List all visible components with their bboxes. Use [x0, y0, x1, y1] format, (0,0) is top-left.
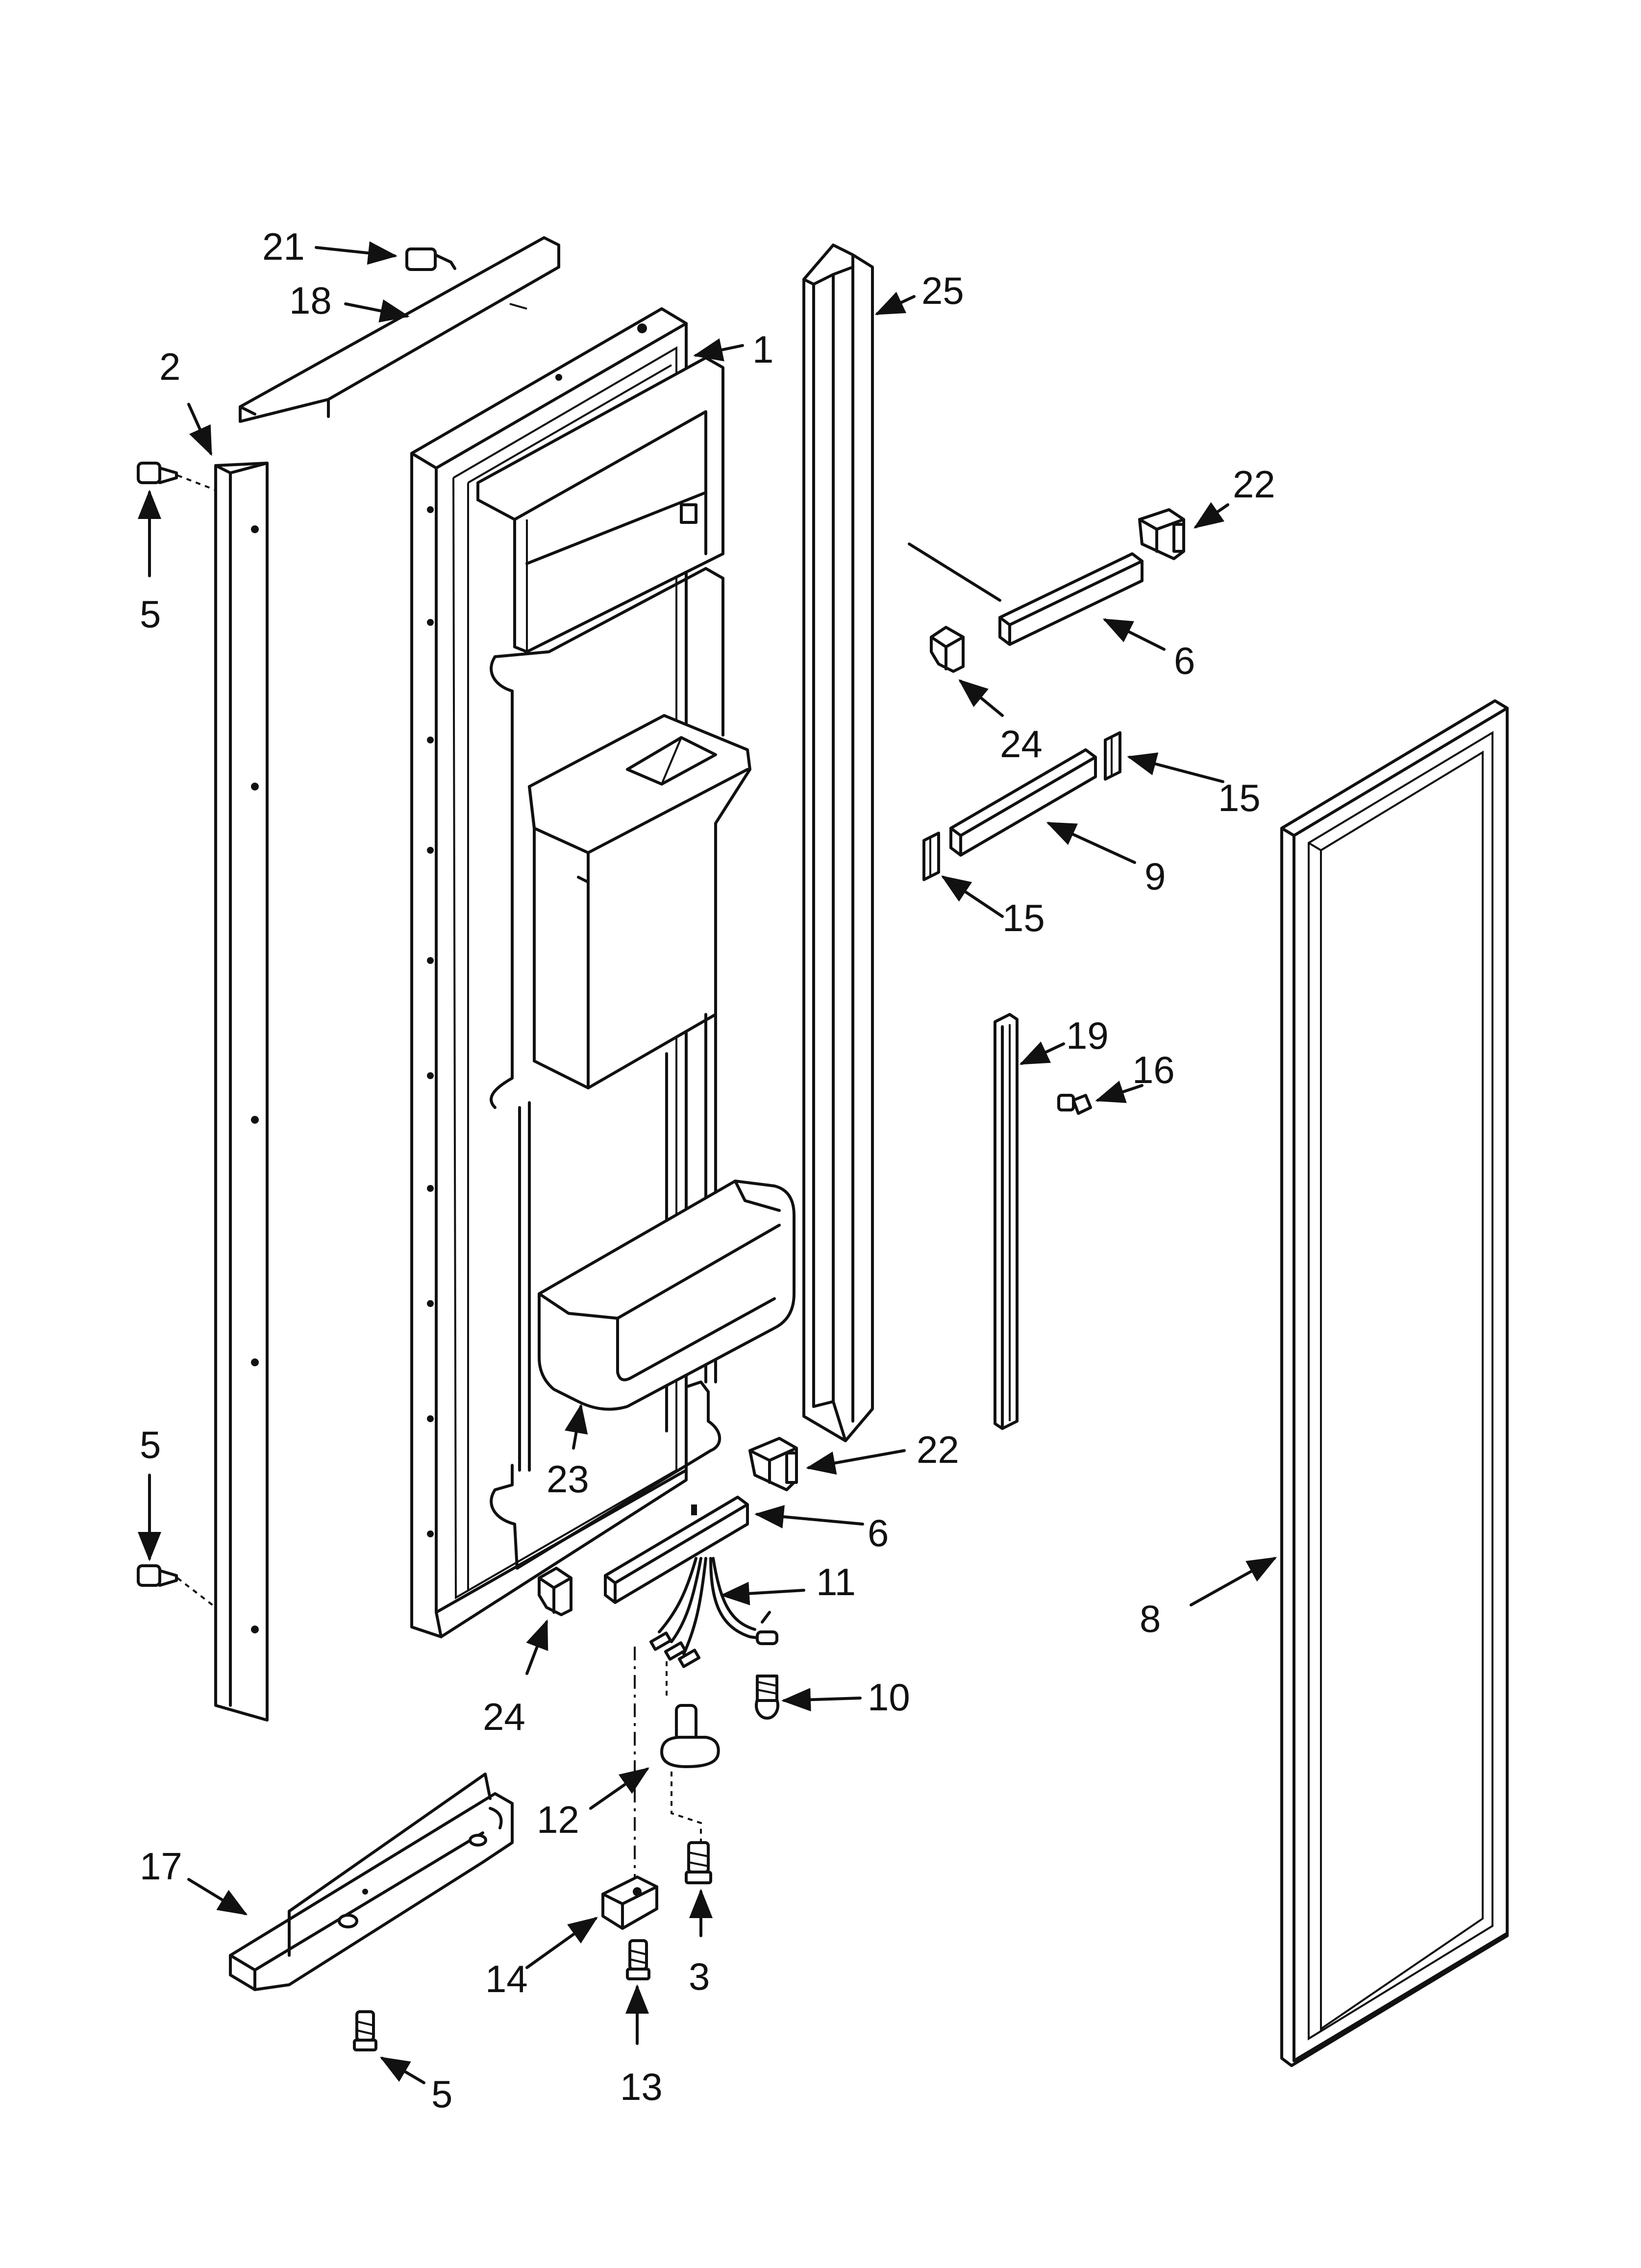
part-5-screw-bottom	[137, 1564, 217, 1608]
part-15-end-cap-top	[1104, 731, 1121, 781]
callout-23: 23	[547, 1457, 589, 1501]
part-2-side-trim	[214, 462, 269, 1722]
callout-15-top: 15	[1218, 776, 1261, 819]
callout-labels: 21 18 1 25 2 5 22 6 24 15 9 15 19 16 5 2…	[140, 225, 1275, 2116]
callout-16: 16	[1132, 1048, 1175, 1091]
part-10-screw	[755, 1675, 779, 1720]
callout-9: 9	[1144, 855, 1166, 898]
part-15-end-cap-bottom	[922, 832, 940, 881]
part-22-clip-top	[1138, 508, 1185, 560]
callout-8: 8	[1140, 1597, 1161, 1640]
alignment-line-screw-3	[671, 1772, 702, 1843]
callout-6-top: 6	[1174, 639, 1195, 682]
part-17-bottom-bracket	[229, 1773, 514, 1991]
part-6-lower-rail	[604, 1496, 749, 1604]
part-6-upper-rail	[908, 542, 1144, 646]
leader-arrows	[138, 241, 1277, 2084]
callout-24-top: 24	[1000, 722, 1043, 765]
callout-5-bottom: 5	[431, 2072, 452, 2116]
callout-6-bottom: 6	[868, 1511, 889, 1554]
part-24-clip-top	[930, 626, 965, 673]
part-13-screw	[626, 1939, 650, 1980]
callout-10: 10	[868, 1676, 910, 1719]
part-19-vertical-strip	[994, 1013, 1019, 1430]
part-9-lower-rail	[949, 748, 1097, 857]
callout-22-top: 22	[1233, 463, 1275, 506]
callout-13: 13	[620, 2065, 663, 2108]
callout-25: 25	[921, 269, 964, 312]
callout-15-bottom: 15	[1002, 896, 1045, 939]
part-11-wire-harness	[649, 1557, 778, 1668]
part-24-clip-bottom	[538, 1567, 572, 1616]
callout-1: 1	[752, 328, 773, 371]
part-5-screw-bracket	[353, 2010, 377, 2051]
callout-24-bottom: 24	[483, 1695, 525, 1738]
part-3-screw	[685, 1841, 712, 1884]
callout-2: 2	[159, 345, 180, 388]
part-1-door-liner	[410, 307, 751, 1638]
callout-19: 19	[1066, 1014, 1109, 1057]
callout-18: 18	[289, 279, 332, 322]
callout-14: 14	[485, 1957, 528, 2000]
part-12-hinge-pin	[660, 1704, 720, 1768]
part-22-clip-bottom	[748, 1437, 798, 1491]
part-5-screw-top	[137, 462, 216, 491]
part-18-top-trim	[239, 236, 560, 423]
part-21-screw	[405, 247, 456, 271]
part-23-door-bin	[538, 1180, 796, 1411]
part-14-hinge-block	[601, 1875, 658, 1930]
callout-22-bottom: 22	[917, 1428, 959, 1471]
callout-11: 11	[816, 1560, 856, 1603]
part-16-screw	[1057, 1094, 1092, 1115]
part-8-door-gasket	[1280, 699, 1509, 2067]
callout-21: 21	[262, 225, 305, 268]
callout-17: 17	[140, 1845, 182, 1888]
callout-5-top: 5	[140, 592, 161, 636]
callout-5-middle: 5	[140, 1423, 161, 1466]
callout-12: 12	[537, 1798, 579, 1841]
part-25-gasket-strip	[802, 244, 874, 1442]
callout-3: 3	[689, 1955, 710, 1998]
